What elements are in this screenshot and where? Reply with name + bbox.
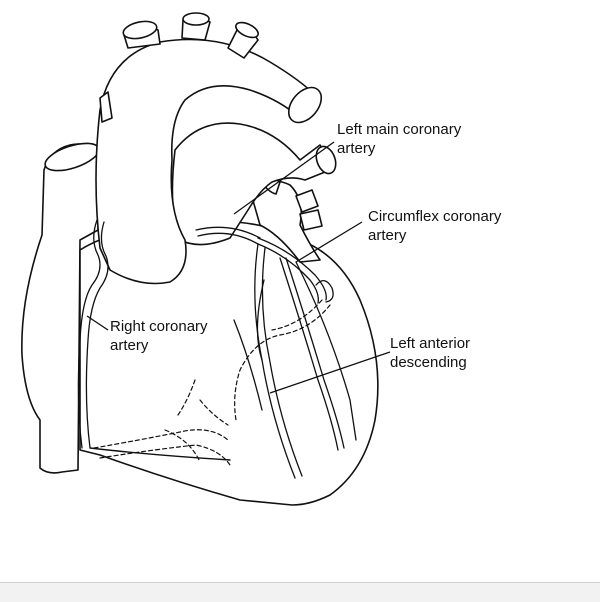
label-right-1: Right coronary	[110, 318, 208, 335]
pulmonary-opening	[315, 145, 337, 175]
left-subclavian-opening	[235, 21, 259, 39]
descending-aorta-opening	[287, 86, 323, 124]
superior-vena-cava	[21, 143, 99, 474]
brachiocephalic-opening	[122, 20, 158, 40]
right-coronary-artery	[77, 219, 231, 461]
labels: Left main coronary artery Circumflex cor…	[110, 121, 502, 371]
heart-coronary-diagram: Left main coronary artery Circumflex cor…	[21, 12, 502, 506]
label-lad-1: Left anterior	[390, 335, 470, 352]
leader-lad	[269, 351, 391, 394]
label-right-2: artery	[110, 337, 149, 354]
aortic-side-branch	[99, 91, 113, 123]
label-left-main-2: artery	[337, 140, 376, 157]
label-left-main-1: Left main coronary	[337, 121, 462, 138]
footer-bar	[0, 582, 600, 602]
aortic-arch	[95, 38, 316, 285]
label-lad-2: descending	[390, 354, 467, 371]
heart-body	[21, 122, 379, 506]
left-carotid-opening	[182, 12, 210, 26]
leader-right	[86, 315, 109, 331]
pulmonary-vein-lower	[299, 209, 323, 231]
label-circumflex-2: artery	[368, 227, 407, 244]
posterior-vessels-dashed	[93, 299, 331, 466]
aorta	[95, 12, 323, 285]
pulmonary-vein-upper	[295, 189, 319, 213]
label-circumflex-1: Circumflex coronary	[368, 208, 502, 225]
leader-circumflex	[295, 221, 363, 263]
leader-lines	[86, 141, 391, 394]
leader-left-main	[233, 141, 335, 215]
